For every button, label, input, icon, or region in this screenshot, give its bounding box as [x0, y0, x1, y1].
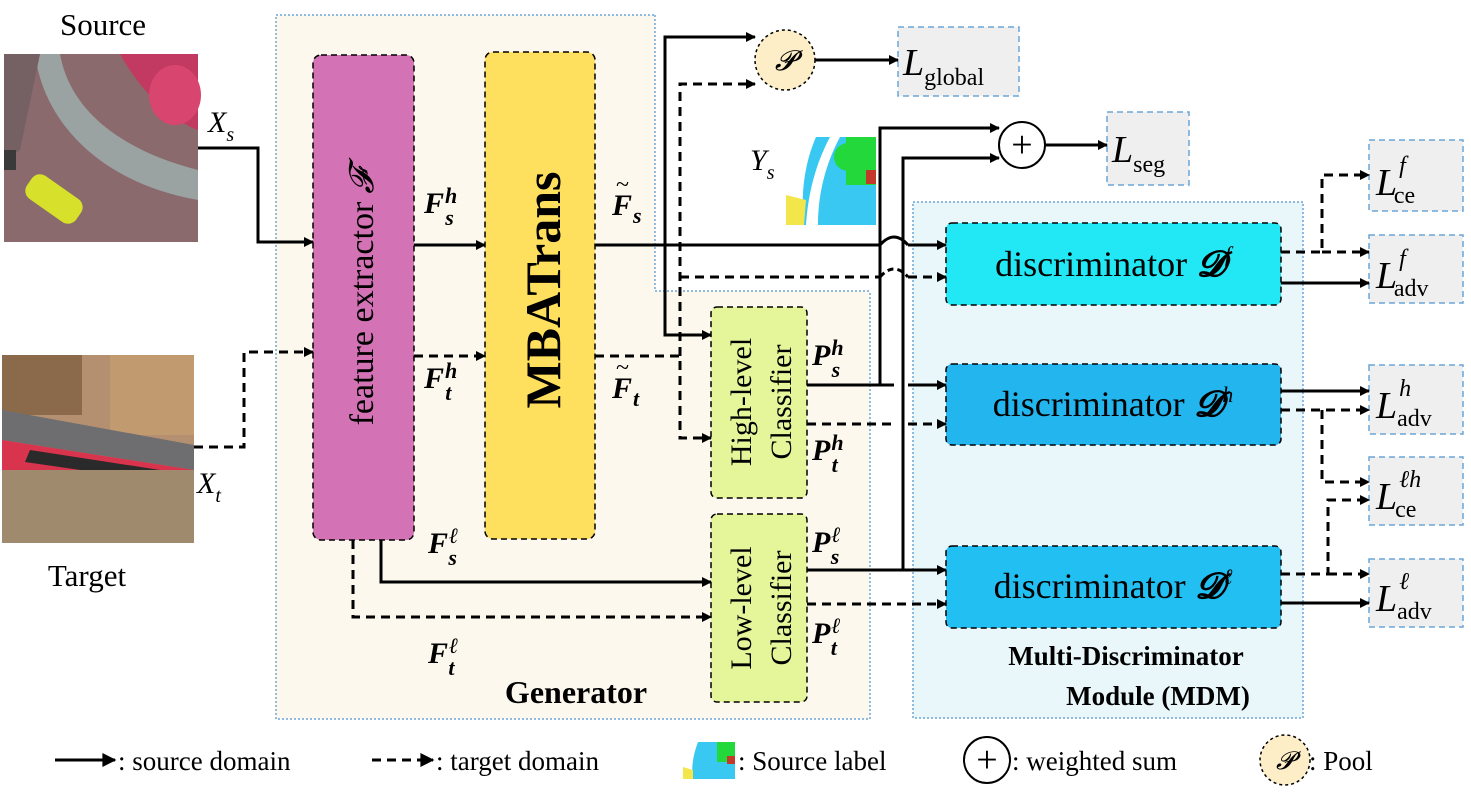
loss-adv-h-box [1368, 364, 1464, 435]
source-input-label: Xs [207, 106, 234, 146]
legend-pool-icon [1259, 734, 1311, 786]
arrow-xt-to-extractor [194, 347, 314, 449]
arrow-xs-to-extractor [198, 146, 314, 247]
mbatrans-label: MBATrans [515, 171, 571, 408]
target-image [2, 355, 194, 543]
mdm-title-line1: Multi-Discriminator [1008, 641, 1243, 671]
legend-label-swatch [683, 742, 735, 779]
legend: : source domain : target domain : Source… [55, 734, 1373, 786]
legend-pool: : Pool [1309, 746, 1373, 776]
loss-adv-l-box [1368, 558, 1464, 628]
loss-ce-lh-box [1368, 456, 1464, 526]
feature-Ft-tilde: Ft [611, 372, 640, 411]
legend-weighted-sum: : weighted sum [1012, 746, 1177, 776]
low-level-classifier-label-2: Classifier [765, 551, 798, 666]
feature-Fs-tilde: Fs [611, 189, 642, 228]
source-image [4, 54, 201, 242]
feature-Ft-tilde-mark: ~ [616, 355, 629, 381]
high-level-classifier-label-2: Classifier [765, 345, 798, 460]
loss-ce-f-box [1368, 139, 1464, 212]
legend-source-domain: : source domain [118, 746, 291, 776]
low-level-classifier-label-1: Low-level [725, 546, 758, 669]
loss-global-box [897, 26, 1020, 97]
arrow-ft-l [351, 540, 712, 622]
feature-extractor-block [312, 54, 415, 541]
arrow-ft-tilde-to-classifier [595, 354, 712, 443]
high-level-classifier-label-1: High-level [725, 338, 758, 466]
arrow-fs-tilde-to-pool [663, 32, 756, 245]
arrow-fs-l [379, 540, 712, 587]
discriminator-l [945, 545, 1282, 629]
arrow-ps-h-to-sum [878, 123, 1000, 385]
feature-Fs-tilde-mark: ~ [616, 172, 629, 198]
arrow-disc-h-to-lce-lh [1320, 410, 1370, 487]
source-label-symbol: Ys [750, 144, 775, 184]
legend-plus-icon [963, 736, 1011, 784]
mdm-title-line2: Module (MDM) [1066, 681, 1250, 711]
arrow-fs-tilde-bridge [878, 235, 910, 247]
low-level-classifier [710, 513, 808, 703]
target-input-label: Xt [196, 467, 221, 507]
loss-adv-f-box [1368, 234, 1464, 304]
high-level-classifier [710, 306, 808, 499]
source-label-image [786, 137, 876, 225]
mbatrans-block [484, 51, 596, 540]
legend-source-label: : Source label [738, 746, 886, 776]
loss-global: Lglobal [902, 42, 984, 91]
arrow-disc-f-to-lce-f [1281, 170, 1370, 254]
discriminator-f [945, 222, 1282, 306]
source-caption: Source [60, 7, 146, 42]
arrow-fs-tilde-to-high-classifier [663, 245, 712, 340]
discriminator-h [945, 363, 1282, 446]
feature-extractor-label: feature extractor𝓕 [344, 157, 381, 426]
arrow-ps-l-to-sum [901, 153, 1000, 570]
legend-target-domain: : target domain [436, 746, 599, 776]
target-caption: Target [48, 558, 127, 593]
weighted-sum-symbol: + [1011, 124, 1032, 166]
legend-plus-symbol: + [976, 739, 997, 781]
arrow-ft-tilde-bridge [878, 267, 910, 279]
loss-seg: Lseg [1111, 129, 1165, 178]
generator-outline-notch [654, 15, 870, 292]
generator-title: Generator [505, 674, 647, 710]
arrow-disc-l-to-lce-lh [1281, 495, 1370, 576]
arrow-ft-tilde-to-pool [678, 79, 756, 356]
loss-seg-box [1106, 111, 1190, 186]
